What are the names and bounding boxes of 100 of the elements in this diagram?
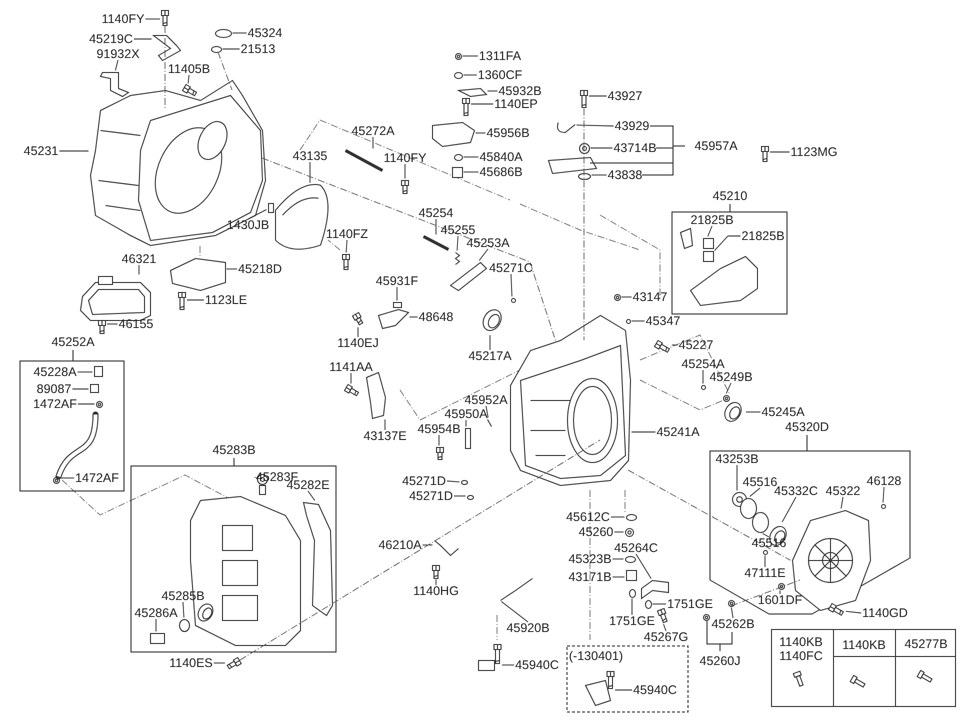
bushing-drawing: [702, 236, 714, 250]
callout-number: 45231: [24, 144, 58, 158]
o-ring-drawing: [750, 510, 770, 534]
pin-drawing: [624, 318, 632, 324]
pin-drawing: [486, 418, 492, 428]
leader-line: [409, 316, 418, 318]
callout-number: 45940C: [515, 658, 559, 672]
leader-line: [730, 607, 734, 618]
clamp-drawing: [94, 400, 104, 408]
callout-number: 45255: [440, 223, 476, 237]
leader-line: [610, 516, 625, 518]
callout-number: 1123MG: [790, 145, 838, 159]
bolt-drawing: [656, 606, 670, 624]
leader-line: [248, 209, 267, 220]
callout-number: 45271D: [402, 474, 446, 488]
assembly-guide-line: [730, 580, 800, 606]
plug-drawing: [726, 598, 736, 608]
bracket-drawing: [456, 86, 488, 98]
bracket-drawing: [432, 538, 460, 556]
callout-number: 1140FZ: [326, 227, 368, 241]
leader-line: [463, 74, 478, 76]
o-ring-drawing: [576, 172, 592, 180]
clip-drawing: [556, 120, 576, 134]
callout-number: 45217A: [468, 349, 512, 363]
callout-number: 45323B: [568, 552, 612, 566]
spring-drawing: [454, 250, 460, 266]
callout-number: 43714B: [613, 141, 657, 155]
callout-number: 43135: [292, 149, 328, 163]
bolt-drawing: [224, 656, 243, 672]
bracket-drawing: [168, 256, 226, 292]
leader-line: [764, 555, 766, 568]
plug-drawing: [624, 568, 638, 582]
cap-drawing: [450, 166, 464, 178]
o-ring-drawing: [628, 588, 636, 598]
callout-number: 1751GE: [667, 597, 713, 611]
bolt-drawing: [653, 339, 672, 356]
leader-line: [188, 74, 190, 84]
part-number: 1140KB: [779, 635, 823, 649]
callout-number: 1140HG: [413, 584, 459, 598]
bolt-drawing: [181, 83, 200, 100]
leader-line: [182, 602, 184, 618]
callout-number: 45956B: [486, 126, 530, 140]
bolt-drawing: [177, 290, 187, 310]
callout-number: 45241A: [656, 425, 700, 439]
bolt-drawing: [435, 446, 445, 460]
leader-line: [840, 496, 844, 509]
callout-number: 45612C: [566, 510, 610, 524]
leader-line: [486, 406, 489, 418]
assembly-number: 45957A: [694, 139, 738, 153]
o-ring-drawing: [178, 618, 190, 632]
assembly-number: 45320D: [785, 420, 829, 434]
fitting-drawing: [88, 382, 100, 394]
assembly-guide-line: [240, 440, 600, 660]
callout-number: 11405B: [168, 62, 210, 76]
bolt-drawing: [431, 564, 441, 580]
assembly-guide-line: [164, 26, 166, 110]
callout-number: 45516: [742, 475, 778, 489]
tube-drawing: [498, 576, 534, 602]
leader-line: [232, 32, 248, 34]
leader-line: [396, 286, 398, 301]
pin-drawing: [880, 502, 886, 510]
o-ring-drawing: [624, 554, 636, 564]
callout-number: 1140FY: [384, 151, 426, 165]
bolt-drawing: [827, 602, 846, 619]
callout-number: 45267G: [644, 630, 688, 644]
callout-number: 48648: [418, 310, 454, 324]
leader-line: [114, 60, 118, 71]
leader-line: [446, 480, 460, 482]
leader-line: [384, 419, 386, 430]
callout-number: 45932B: [498, 84, 542, 98]
part-number: 45277B: [904, 637, 948, 651]
callout-number: 45686B: [479, 165, 523, 179]
washer-drawing: [452, 70, 464, 80]
callout-number: 45952A: [464, 393, 508, 407]
callout-number: 45954B: [417, 422, 461, 436]
assembly-number: 45252A: [51, 335, 95, 349]
leader-line: [882, 486, 884, 503]
bolt-drawing: [97, 318, 107, 334]
leader-line: [502, 664, 515, 666]
callout-number: 1311FA: [478, 49, 522, 63]
nut-drawing: [578, 142, 590, 154]
nut-drawing: [454, 52, 462, 60]
callout-number: 45260: [578, 525, 614, 539]
pipe-drawing: [640, 578, 670, 600]
pin-drawing: [266, 202, 274, 214]
callout-number: 45253A: [466, 236, 510, 250]
callout-number: 45920B: [506, 621, 550, 635]
bracket-drawing: [98, 70, 130, 98]
leader-line: [500, 601, 528, 622]
bolt-drawing: [343, 383, 362, 400]
callout-number: 46155: [118, 317, 154, 331]
callout-number: 1140FY: [102, 12, 144, 26]
plug-drawing: [624, 526, 634, 538]
pin-drawing: [762, 548, 768, 556]
sensor-drawing: [92, 364, 104, 378]
pin-drawing: [700, 384, 706, 390]
callout-number: 45254: [418, 206, 454, 220]
sensor-drawing: [430, 120, 476, 148]
leader-line: [422, 544, 433, 546]
leader-line: [612, 576, 625, 578]
